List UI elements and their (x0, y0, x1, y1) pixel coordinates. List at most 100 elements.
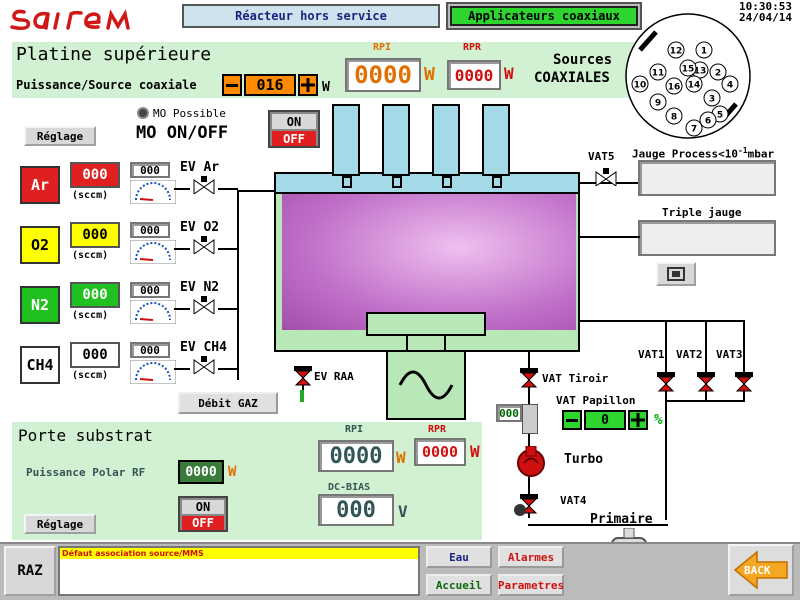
vat5-valve[interactable] (592, 168, 620, 190)
substrate-on-button[interactable]: ON (182, 500, 224, 514)
source-6[interactable]: 6 (699, 111, 717, 129)
back-button[interactable]: BACK (728, 544, 794, 596)
substrate-off-button[interactable]: OFF (182, 516, 224, 530)
logo (8, 2, 158, 32)
vat-papillon-label: VAT Papillon (556, 394, 636, 407)
sub-rpi-label: RPI (345, 424, 364, 435)
valve-icon (735, 372, 753, 396)
primaire-label: Primaire (590, 512, 653, 527)
alarmes-button[interactable]: Alarmes (498, 546, 564, 568)
source-7[interactable]: 7 (685, 119, 703, 137)
sub-rpr-label: RPR (428, 424, 447, 435)
sccm-label: (sccm) (72, 310, 109, 321)
gas-setpoint-ch4[interactable]: 000 (130, 342, 170, 358)
gas-pipe (174, 188, 190, 190)
source-16[interactable]: 16 (665, 77, 683, 95)
mo-toggle[interactable]: ON OFF (268, 110, 320, 148)
gas-gauge-icon (129, 359, 177, 388)
source-15[interactable]: 15 (679, 59, 697, 77)
valve-o2[interactable] (190, 236, 218, 258)
gauge-icon (667, 267, 685, 281)
coax-tip-1 (342, 176, 352, 188)
gas-setpoint-n2[interactable]: 000 (130, 282, 170, 298)
raz-button[interactable]: RAZ (4, 546, 56, 596)
gas-pipe (174, 368, 190, 370)
dc-bias-value: 000 (318, 494, 394, 526)
gas-manifold (237, 190, 239, 380)
power-plus-button[interactable] (298, 74, 318, 96)
gas-pipe-out (218, 308, 238, 310)
valve-ch4[interactable] (190, 356, 218, 378)
ev-raa-pipe (300, 390, 304, 402)
valve-icon (595, 168, 617, 187)
ev-raa-valve[interactable] (294, 366, 312, 394)
primary-line (528, 524, 668, 526)
substrate-toggle[interactable]: ON OFF (178, 496, 228, 532)
mo-off-button[interactable]: OFF (272, 131, 316, 146)
jauge-process-display (638, 160, 776, 196)
eau-button[interactable]: Eau (426, 546, 492, 568)
coax-tip-2 (392, 176, 402, 188)
reactor-status: Réacteur hors service (182, 4, 440, 28)
svg-text:7: 7 (691, 125, 697, 135)
minus-icon (566, 418, 578, 422)
valve-ar[interactable] (190, 176, 218, 198)
source-10[interactable]: 10 (631, 75, 649, 93)
power-minus-button[interactable] (222, 74, 242, 96)
source-12[interactable]: 12 (667, 41, 685, 59)
vat-tiroir-valve[interactable] (520, 368, 538, 396)
sccm-label: (sccm) (72, 370, 109, 381)
dc-bias-unit: V (398, 502, 408, 521)
papillon-minus-button[interactable] (562, 410, 582, 430)
jauge-process-text: Jauge Process<10 (632, 147, 738, 161)
valve-icon (193, 296, 215, 315)
source-3[interactable]: 3 (703, 89, 721, 107)
sub-rpr-value: 0000 (414, 438, 466, 466)
valve-n2[interactable] (190, 296, 218, 318)
svg-text:9: 9 (655, 99, 661, 109)
accueil-button[interactable]: Accueil (426, 574, 492, 596)
gas-pipe-out (218, 368, 238, 370)
clock-date: 24/04/14 (739, 11, 792, 24)
vat5-line (580, 182, 640, 184)
vat1-valve[interactable] (657, 372, 675, 400)
parametres-button[interactable]: Parametres (498, 574, 564, 596)
svg-text:2: 2 (715, 69, 721, 79)
source-14[interactable]: 14 (685, 75, 703, 93)
sccm-label: (sccm) (72, 190, 109, 201)
jauge-process-label: Jauge Process<10-1mbar (632, 146, 774, 161)
source-8[interactable]: 8 (665, 107, 683, 125)
papillon-left-value: 000 (496, 404, 522, 422)
power-value[interactable]: 016 (244, 74, 296, 96)
vat1-label: VAT1 (638, 348, 665, 361)
reglage-bottom-button[interactable]: Réglage (24, 514, 96, 534)
source-1[interactable]: 1 (695, 41, 713, 59)
papillon-plus-button[interactable] (628, 410, 648, 430)
papillon-value[interactable]: 0 (584, 410, 626, 430)
jauge-process-exp: -1 (737, 146, 748, 155)
gas-button-ar[interactable]: Ar (20, 166, 60, 204)
top-panel (12, 42, 638, 98)
gas-setpoint-o2[interactable]: 000 (130, 222, 170, 238)
gas-button-o2[interactable]: O2 (20, 226, 60, 264)
power-unit: W (322, 80, 330, 95)
gauge-toggle-button[interactable] (656, 262, 696, 286)
source-2[interactable]: 2 (709, 63, 727, 81)
svg-text:8: 8 (671, 113, 677, 123)
mo-on-button[interactable]: ON (272, 114, 316, 129)
debit-gaz-button[interactable]: Débit GAZ (178, 392, 278, 414)
mo-indicator (137, 107, 149, 119)
vat2-label: VAT2 (676, 348, 703, 361)
gas-button-n2[interactable]: N2 (20, 286, 60, 324)
source-4[interactable]: 4 (721, 75, 739, 93)
source-11[interactable]: 11 (649, 63, 667, 81)
svg-text:1: 1 (701, 47, 707, 57)
gas-pipe (174, 308, 190, 310)
source-9[interactable]: 9 (649, 93, 667, 111)
vat2-valve[interactable] (697, 372, 715, 400)
polar-value[interactable]: 0000 (178, 460, 224, 484)
vat3-valve[interactable] (735, 372, 753, 400)
gas-setpoint-ar[interactable]: 000 (130, 162, 170, 178)
gas-button-ch4[interactable]: CH4 (20, 346, 60, 384)
reglage-top-button[interactable]: Réglage (24, 126, 96, 146)
